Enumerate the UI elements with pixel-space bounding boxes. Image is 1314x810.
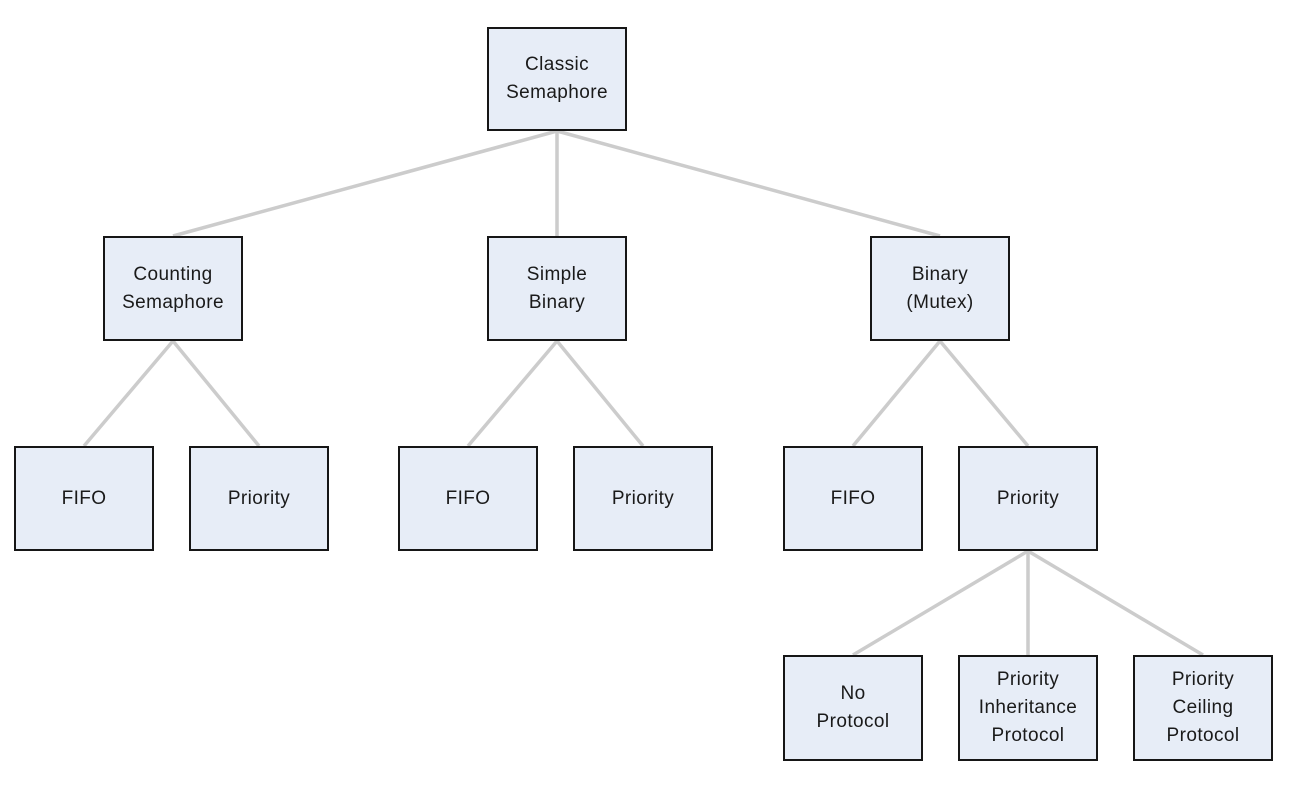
node-priority-inheritance-protocol: Priority Inheritance Protocol (958, 655, 1098, 761)
edge-classic-to-binary (556, 129, 941, 238)
node-binary-mutex: Binary (Mutex) (870, 236, 1010, 341)
node-priority-ceiling-protocol: Priority Ceiling Protocol (1133, 655, 1273, 761)
node-fifo-binary: FIFO (783, 446, 923, 551)
edge-classic-to-counting (172, 129, 558, 238)
edge-simple-to-priority_simple (555, 339, 645, 448)
node-label: Priority (996, 487, 1060, 509)
edge-binary-to-priority_binary (938, 339, 1030, 448)
node-label: Binary (Mutex) (906, 263, 974, 313)
node-label: Simple Binary (526, 263, 588, 313)
node-label: FIFO (830, 487, 876, 509)
edge-priority_binary-to-no_protocol (852, 549, 1029, 657)
node-priority-counting: Priority (189, 446, 329, 551)
node-label: Counting Semaphore (122, 263, 224, 313)
node-priority-simple: Priority (573, 446, 713, 551)
node-label: Classic Semaphore (506, 54, 608, 103)
node-label: No Protocol (816, 683, 890, 732)
node-label: FIFO (445, 487, 491, 509)
edge-simple-to-fifo_simple (466, 339, 559, 448)
node-fifo-simple: FIFO (398, 446, 538, 551)
node-priority-binary: Priority (958, 446, 1098, 551)
node-simple-binary: Simple Binary (487, 236, 627, 341)
node-label: FIFO (61, 487, 107, 509)
node-label: Priority (611, 487, 675, 509)
node-no-protocol: No Protocol (783, 655, 923, 761)
node-classic-semaphore: Classic Semaphore (487, 27, 627, 131)
node-counting-semaphore: Counting Semaphore (103, 236, 243, 341)
edge-counting-to-priority_counting (171, 339, 261, 448)
edge-binary-to-fifo_binary (851, 339, 942, 448)
node-label: Priority Inheritance Protocol (978, 669, 1078, 746)
node-label: Priority (227, 487, 291, 509)
edge-counting-to-fifo_counting (82, 339, 175, 448)
node-fifo-counting: FIFO (14, 446, 154, 551)
node-label: Priority Ceiling Protocol (1166, 669, 1240, 746)
edge-priority_binary-to-priority_ceiling (1027, 549, 1204, 657)
